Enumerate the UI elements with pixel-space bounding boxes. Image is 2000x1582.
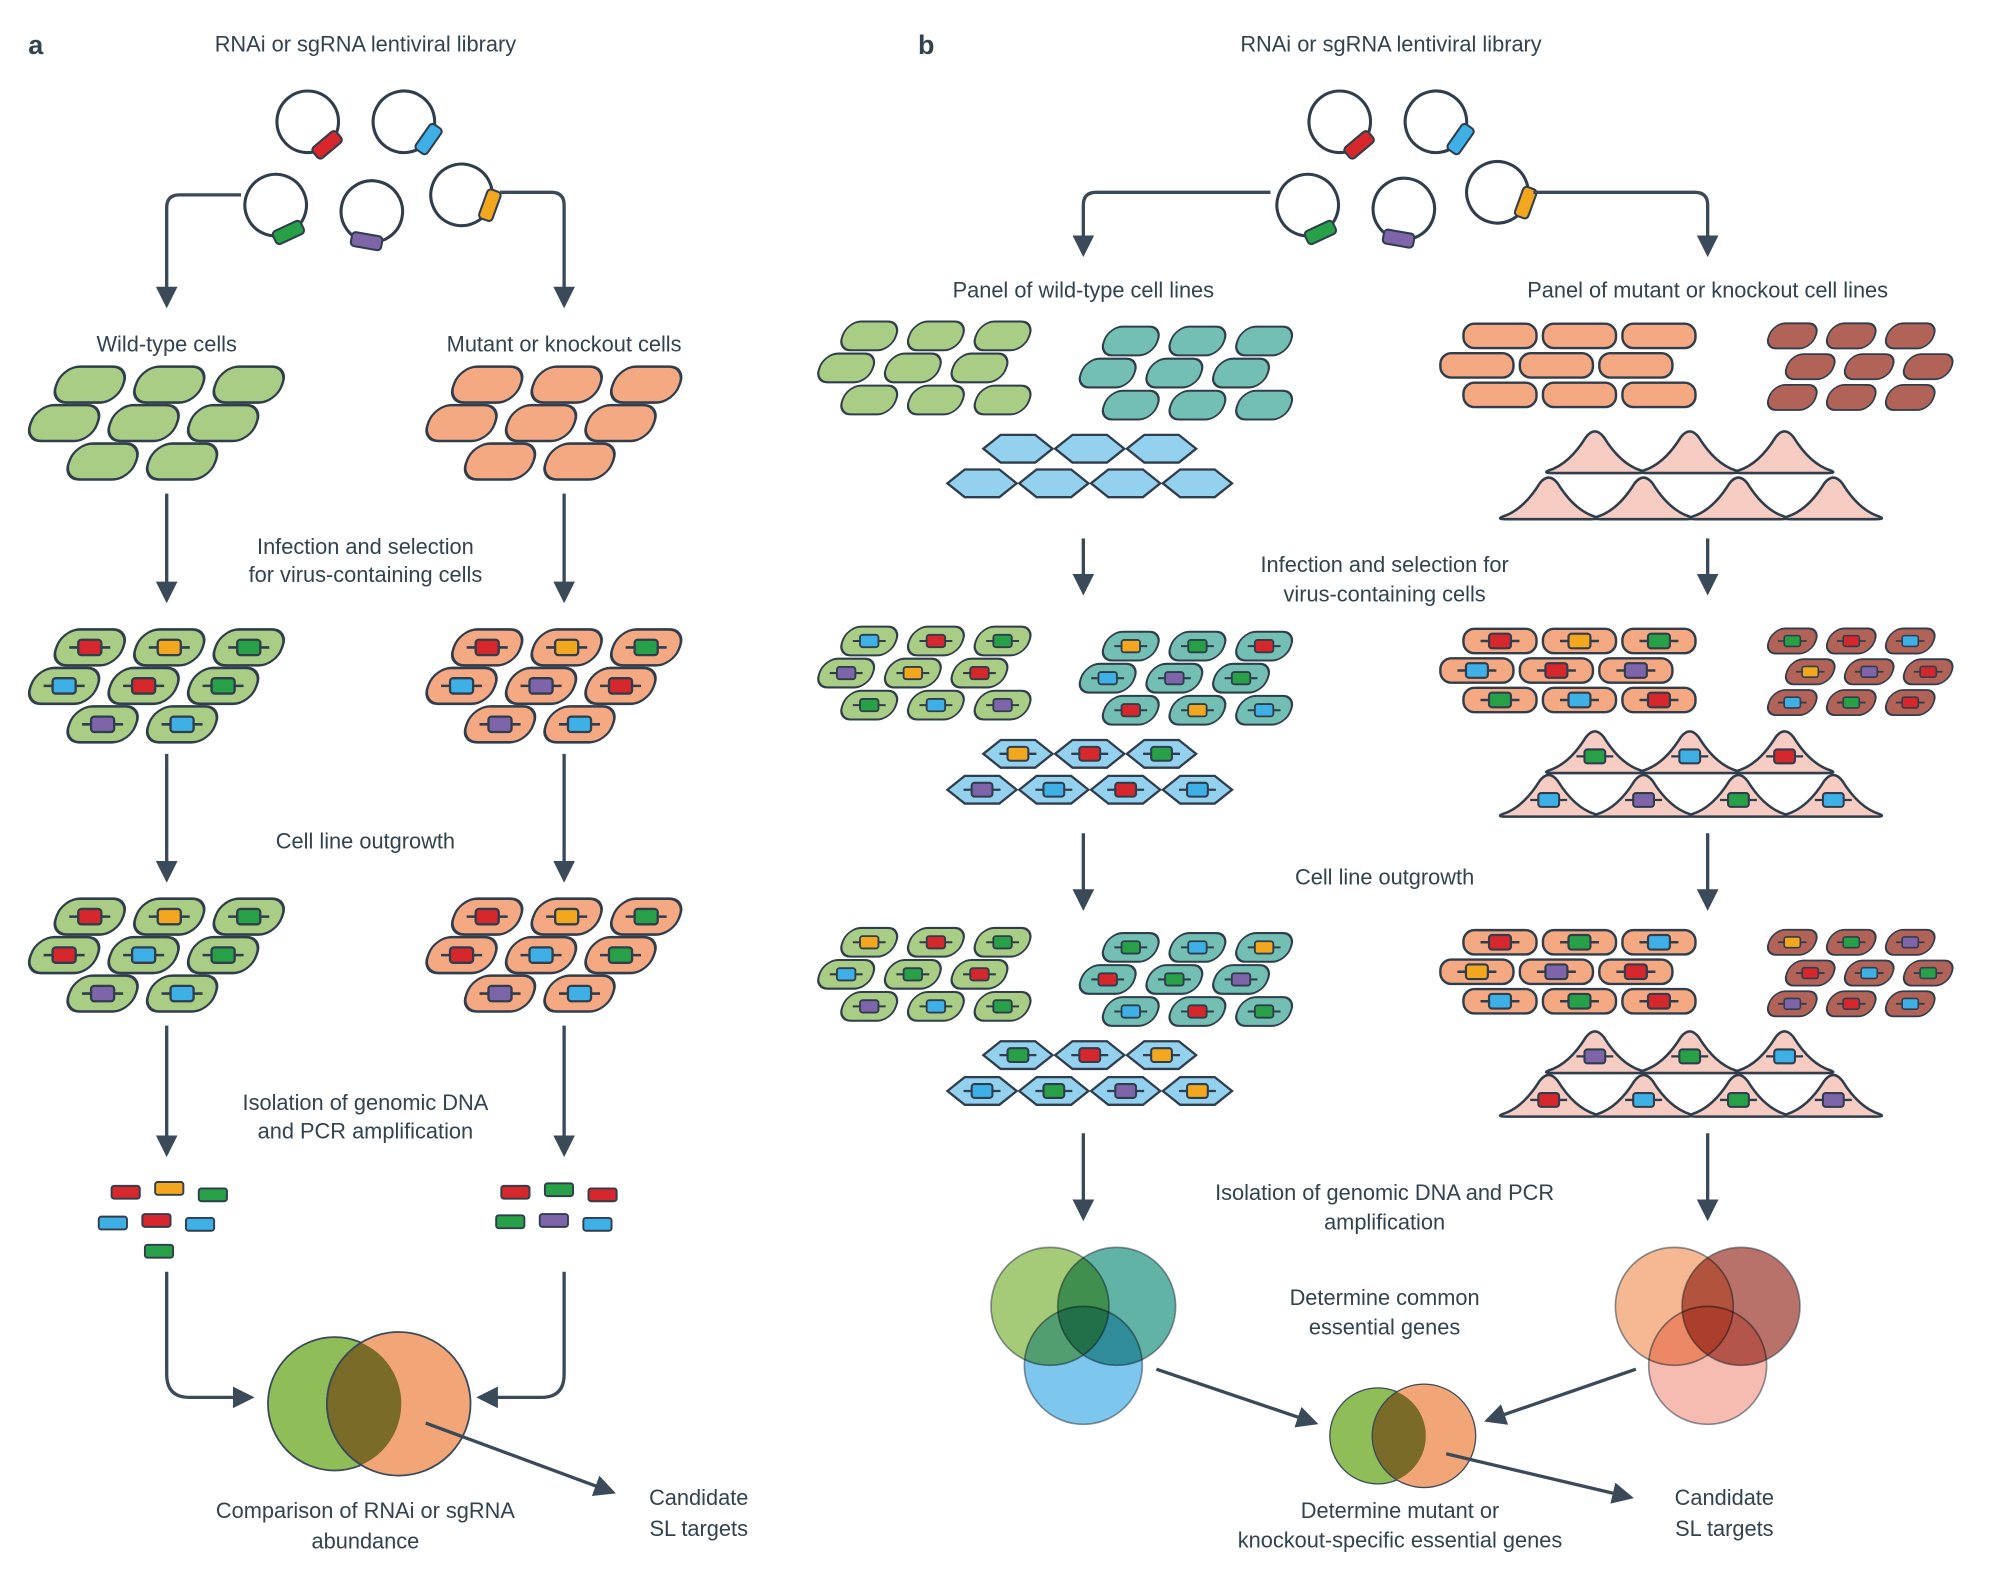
arrow-a-wildtype-to-venn: [165, 1271, 255, 1409]
dna-fragments-mutant: [495, 1182, 618, 1232]
panel-a-mutant-infected-cluster: [422, 629, 686, 742]
panel-b-outgrowth-label: Cell line outgrowth: [1295, 865, 1474, 890]
panel-a: a RNAi or sgRNA lentiviral library Wild-…: [22, 30, 748, 1554]
panel-a-candidate-label-line2: SL targets: [649, 1516, 748, 1541]
panel-b-isolation-label-line1: Isolation of genomic DNA and PCR: [1215, 1180, 1554, 1205]
b-wildtype-line3-outgrowth: [947, 1041, 1232, 1105]
panel-b-candidate-label-line1: Candidate: [1675, 1485, 1774, 1510]
b-mutant-line2-cluster: [1763, 322, 1957, 411]
wildtype-panel-venn: [990, 1246, 1177, 1426]
panel-b-common-label-line1: Determine common: [1290, 1285, 1480, 1310]
panel-a-mutant-label: Mutant or knockout cells: [447, 331, 682, 356]
arrow-b-library-to-mutant-panel: [1533, 190, 1719, 258]
b-mutant-line3-cluster: [1498, 430, 1884, 521]
panel-b-specific-label-line1: Determine mutant or: [1301, 1498, 1500, 1523]
b-wildtype-line2-outgrowth: [1076, 933, 1296, 1026]
rnai-abundance-venn: [268, 1332, 471, 1476]
arrow-b-mutant-venn-to-comparison: [1484, 1367, 1637, 1425]
panel-a-candidate-label-line1: Candidate: [649, 1485, 748, 1510]
panel-b-specific-label-line2: knockout-specific essential genes: [1238, 1527, 1563, 1552]
arrow-a-library-to-wildtype: [155, 193, 242, 309]
b-wildtype-line1-cluster: [813, 320, 1036, 416]
panel-a-infection-label-line1: Infection and selection: [257, 534, 474, 559]
b-wildtype-line2-infected: [1076, 632, 1296, 725]
arrow-a-mutant-to-venn: [476, 1271, 566, 1409]
sl-comparison-venn: [1330, 1384, 1476, 1487]
panel-b-lentiviral-library: [1265, 76, 1545, 254]
b-wildtype-line3-cluster: [946, 433, 1234, 499]
b-mutant-line1-infected: [1440, 629, 1695, 712]
dna-fragments-wildtype: [97, 1181, 228, 1259]
b-mutant-line1-cluster: [1439, 322, 1697, 409]
b-wildtype-line2-cluster: [1074, 325, 1298, 421]
panel-a-comparison-label-line2: abundance: [311, 1529, 419, 1554]
arrow-b-wildtype-venn-to-comparison: [1155, 1367, 1319, 1428]
panel-b-candidate-label-line2: SL targets: [1675, 1516, 1774, 1541]
arrow-a-library-to-mutant: [500, 190, 575, 309]
panel-a-outgrowth-label: Cell line outgrowth: [276, 829, 455, 854]
panel-b-common-label-line2: essential genes: [1309, 1315, 1460, 1340]
panel-a-comparison-label-line1: Comparison of RNAi or sgRNA: [216, 1498, 515, 1523]
b-mutant-line3-infected: [1500, 731, 1882, 816]
panel-b-isolation-label-line2: amplification: [1324, 1209, 1445, 1234]
panel-b: b RNAi or sgRNA lentiviral library Panel…: [813, 30, 1957, 1552]
b-mutant-line1-outgrowth: [1440, 930, 1695, 1013]
panel-b-letter: b: [918, 30, 934, 60]
b-mutant-line3-outgrowth: [1500, 1031, 1882, 1116]
arrow-b-library-to-wildtype-panel: [1072, 190, 1271, 258]
b-mutant-line2-infected: [1764, 628, 1956, 715]
arrow-b-venn-to-candidates: [1445, 1452, 1634, 1504]
panel-b-wildtype-panel-label: Panel of wild-type cell lines: [953, 277, 1215, 302]
b-wildtype-line3-infected: [947, 740, 1232, 804]
panel-a-isolation-label-line1: Isolation of genomic DNA: [243, 1090, 489, 1115]
b-wildtype-line1-infected: [814, 627, 1034, 720]
panel-a-library-title: RNAi or sgRNA lentiviral library: [215, 31, 516, 56]
panel-a-mutant-cells-cluster: [420, 365, 688, 481]
b-wildtype-line1-outgrowth: [814, 928, 1034, 1021]
panel-a-wildtype-cells-cluster: [22, 365, 290, 481]
arrow-a-venn-to-candidates: [425, 1421, 616, 1497]
panel-a-letter: a: [28, 30, 44, 60]
panel-a-lentiviral-library: [233, 76, 509, 256]
panel-a-infection-label-line2: for virus-containing cells: [249, 562, 483, 587]
panel-b-mutant-panel-label: Panel of mutant or knockout cell lines: [1527, 277, 1888, 302]
panel-b-infection-label-line1: Infection and selection for: [1260, 552, 1508, 577]
panel-a-wildtype-outgrowth-cluster: [24, 899, 288, 1012]
mutant-panel-venn: [1614, 1246, 1801, 1426]
panel-a-wildtype-infected-cluster: [24, 629, 288, 742]
panel-a-wildtype-label: Wild-type cells: [96, 331, 237, 356]
panel-b-infection-label-line2: virus-containing cells: [1284, 581, 1486, 606]
panel-a-isolation-label-line2: and PCR amplification: [258, 1118, 474, 1143]
panel-a-mutant-outgrowth-cluster: [422, 899, 686, 1012]
b-mutant-line2-outgrowth: [1764, 930, 1956, 1017]
panel-b-library-title: RNAi or sgRNA lentiviral library: [1240, 31, 1541, 56]
